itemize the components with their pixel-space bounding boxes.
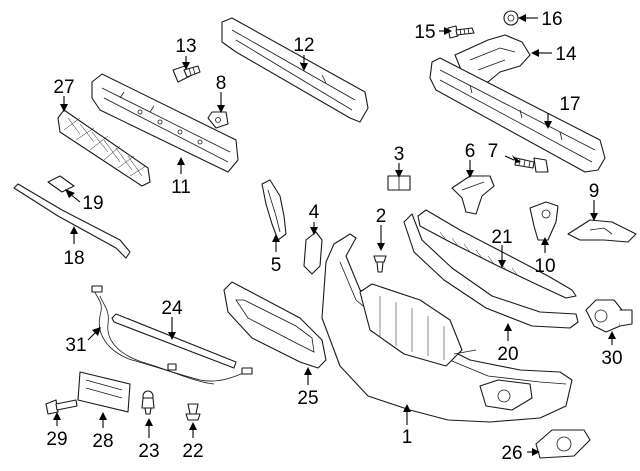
callout-22: 22 xyxy=(182,441,203,462)
callout-24: 24 xyxy=(161,298,183,319)
callout-17: 17 xyxy=(559,94,580,115)
part-bezel-26 xyxy=(535,429,591,459)
part-strip-18 xyxy=(13,183,131,259)
part-bracket-9 xyxy=(567,219,637,243)
callout-2: 2 xyxy=(376,206,387,227)
callout-28: 28 xyxy=(92,431,113,452)
callout-26: 26 xyxy=(501,443,522,464)
part-grille-support xyxy=(91,73,239,173)
callout-9: 9 xyxy=(589,181,600,202)
leader-lines xyxy=(53,14,616,456)
part-clip-3 xyxy=(387,175,411,191)
callout-10: 10 xyxy=(534,256,555,277)
part-clip-8 xyxy=(207,111,229,129)
part-cover-5 xyxy=(261,179,287,241)
callout-12: 12 xyxy=(293,35,314,56)
part-bolt-29 xyxy=(45,399,78,415)
part-reinforcement-bar xyxy=(221,17,369,123)
part-sensor-30 xyxy=(585,299,633,333)
callout-8: 8 xyxy=(216,73,227,94)
callout-11: 11 xyxy=(171,177,191,198)
callout-20: 20 xyxy=(497,344,518,365)
callout-16: 16 xyxy=(541,9,562,30)
part-pin-2 xyxy=(373,255,387,273)
part-screw-15 xyxy=(447,25,475,39)
callout-7: 7 xyxy=(488,141,499,162)
callout-27: 27 xyxy=(53,77,74,98)
part-clip-22 xyxy=(185,403,201,421)
callout-19: 19 xyxy=(82,193,103,214)
callout-21: 21 xyxy=(491,227,512,248)
callout-29: 29 xyxy=(46,429,67,450)
part-bracket-6 xyxy=(451,175,495,215)
callout-13: 13 xyxy=(175,36,196,57)
part-nut-16 xyxy=(503,10,519,26)
part-screw-23 xyxy=(141,390,155,415)
part-spoiler-20 xyxy=(403,213,579,329)
callout-6: 6 xyxy=(465,141,476,162)
part-bracket-10 xyxy=(529,201,559,241)
callout-15: 15 xyxy=(414,22,435,43)
callout-14: 14 xyxy=(555,44,577,65)
part-bumper-cover xyxy=(321,233,573,423)
part-bolt-13 xyxy=(172,65,201,83)
part-lip-21 xyxy=(417,209,577,299)
callout-25: 25 xyxy=(297,388,318,409)
part-plate-28 xyxy=(77,371,131,413)
part-bolt-7 xyxy=(514,157,549,173)
part-cap-4 xyxy=(303,231,323,275)
callout-18: 18 xyxy=(63,248,84,269)
part-strip-24 xyxy=(111,313,237,369)
callout-4: 4 xyxy=(309,202,320,223)
callout-labels: 1 2 3 4 5 6 7 8 9 10 11 12 13 14 15 16 1… xyxy=(46,9,622,464)
callout-30: 30 xyxy=(601,348,622,369)
callout-23: 23 xyxy=(138,441,159,462)
callout-31: 31 xyxy=(65,335,86,356)
part-impact-bar-17 xyxy=(429,57,606,173)
callout-5: 5 xyxy=(271,255,282,276)
part-pad-19 xyxy=(47,175,75,193)
callout-1: 1 xyxy=(402,427,413,448)
callout-3: 3 xyxy=(394,144,405,165)
part-grille-frame-25 xyxy=(223,281,327,369)
part-harness-31 xyxy=(91,285,253,385)
